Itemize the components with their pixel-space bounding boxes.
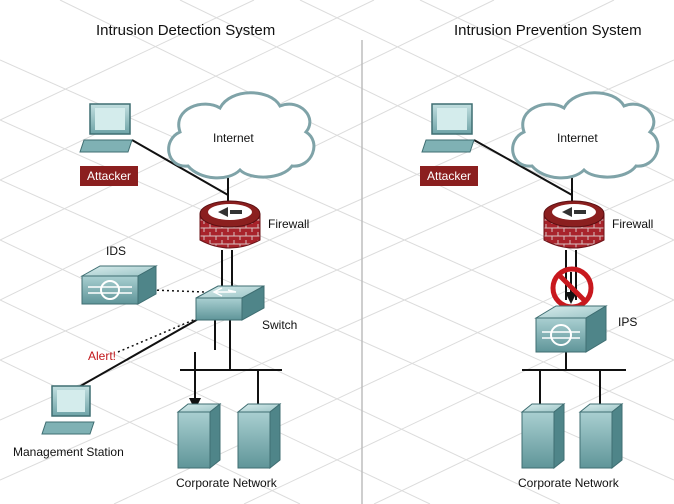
ips-label: IPS <box>618 315 638 329</box>
internet-cloud <box>167 91 316 180</box>
switch-device <box>195 285 265 321</box>
corporate-servers <box>520 402 624 470</box>
attacker-label: Attacker <box>420 166 479 186</box>
ips-title: Intrusion Prevention System <box>454 22 642 39</box>
corporate-servers <box>176 402 282 470</box>
alert-label: Alert! <box>88 349 117 363</box>
internet-cloud <box>511 91 660 180</box>
attacker-label: Attacker <box>80 166 139 186</box>
firewall <box>199 200 261 249</box>
firewall-label: Firewall <box>268 217 310 231</box>
management-station-computer <box>41 385 95 435</box>
ips-device <box>534 305 608 353</box>
ids-links <box>69 139 282 408</box>
block-sign-icon <box>550 266 594 310</box>
ids-label: IDS <box>106 244 127 258</box>
corporate-network-label: Corporate Network <box>518 476 619 490</box>
internet-label: Internet <box>557 131 598 145</box>
attacker-computer <box>79 103 133 153</box>
internet-label: Internet <box>213 131 254 145</box>
switch-label: Switch <box>262 318 298 332</box>
firewall <box>543 200 605 249</box>
ids-device <box>80 265 158 305</box>
attacker-computer <box>421 103 475 153</box>
ids-title: Intrusion Detection System <box>96 22 276 39</box>
management-station-label: Management Station <box>13 445 124 459</box>
corporate-network-label: Corporate Network <box>176 476 277 490</box>
firewall-label: Firewall <box>612 217 654 231</box>
ids-dotted-links <box>117 289 206 353</box>
